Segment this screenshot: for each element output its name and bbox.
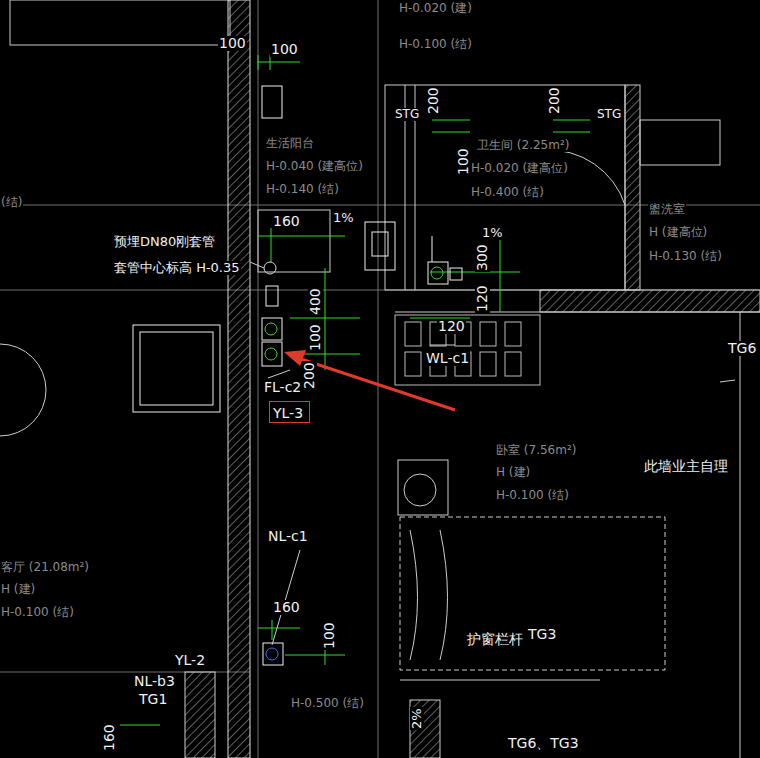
plan-label: H-0.100 (结) <box>398 38 473 51</box>
plan-label: FL-c2 <box>263 380 302 395</box>
plan-label: 盥洗室 <box>648 203 686 216</box>
plan-label: 160 <box>272 214 301 229</box>
plan-label: STG <box>394 108 420 121</box>
plan-label: H-0.020 (建) <box>398 2 473 15</box>
plan-label: 1% <box>332 211 355 225</box>
plan-label: TG6 <box>727 341 757 356</box>
pipe-tag: YL-3 <box>273 405 303 421</box>
plan-label: H (建) <box>0 583 36 596</box>
plan-label: 120 <box>437 319 466 334</box>
plan-label: H (建) <box>495 466 531 479</box>
plan-label: YL-2 <box>174 653 206 668</box>
plan-label: TG6、TG3 <box>507 736 580 751</box>
plan-label: H-0.130 (结) <box>648 250 723 263</box>
plan-label: 100 <box>218 36 247 51</box>
dimension-text: 200 <box>426 86 441 115</box>
plan-label: H-0.400 (结) <box>470 186 545 199</box>
plan-label: H-0.500 (结) <box>290 697 365 710</box>
plan-label: 100 <box>270 42 299 57</box>
dimension-text: 100 <box>308 323 323 352</box>
dimension-text: 2% <box>410 707 424 730</box>
plan-label: H-0.140 (结) <box>265 183 340 196</box>
pipe-tag-box: YL-3 <box>269 401 310 423</box>
plan-label: 预埋DN80刚套管 <box>113 235 216 249</box>
plan-label: H-0.100 (结) <box>0 606 75 619</box>
dimension-text: 100 <box>322 621 337 650</box>
dimension-text: 120 <box>475 284 490 313</box>
dimension-text: 400 <box>308 287 323 316</box>
plan-label: H-0.100 (结) <box>495 489 570 502</box>
dimension-text: 200 <box>547 86 562 115</box>
dimension-text: 100 <box>456 147 471 176</box>
plan-label: 护窗栏杆 <box>466 632 524 647</box>
dimension-text: 300 <box>475 243 490 272</box>
plan-label: STG <box>596 108 622 121</box>
dimension-text: 200 <box>302 361 317 390</box>
plan-label: NL-c1 <box>267 529 309 544</box>
plan-label: 1% <box>481 226 504 240</box>
plan-label: WL-c1 <box>425 351 470 366</box>
plan-label: NL-b3 <box>133 674 176 689</box>
dimension-text: 160 <box>102 723 117 752</box>
plan-label: 客厅 (21.08m²) <box>0 561 90 574</box>
plan-label: H (建高位) <box>648 226 708 239</box>
plan-label: (结) <box>0 196 23 209</box>
plan-label: 套管中心标高 H-0.35 <box>113 261 241 275</box>
plan-label: TG1 <box>138 692 168 707</box>
plan-label: 卧室 (7.56m²) <box>495 444 577 457</box>
plan-label: H-0.020 (建高位) <box>470 162 569 175</box>
plan-label: TG3 <box>527 627 557 642</box>
plan-label: 此墙业主自理 <box>643 459 729 474</box>
plan-label: 生活阳台 <box>265 137 315 150</box>
plan-label: H-0.040 (建高位) <box>265 160 364 173</box>
plan-label: 160 <box>272 600 301 615</box>
plan-label: 卫生间 (2.25m²) <box>476 139 570 152</box>
